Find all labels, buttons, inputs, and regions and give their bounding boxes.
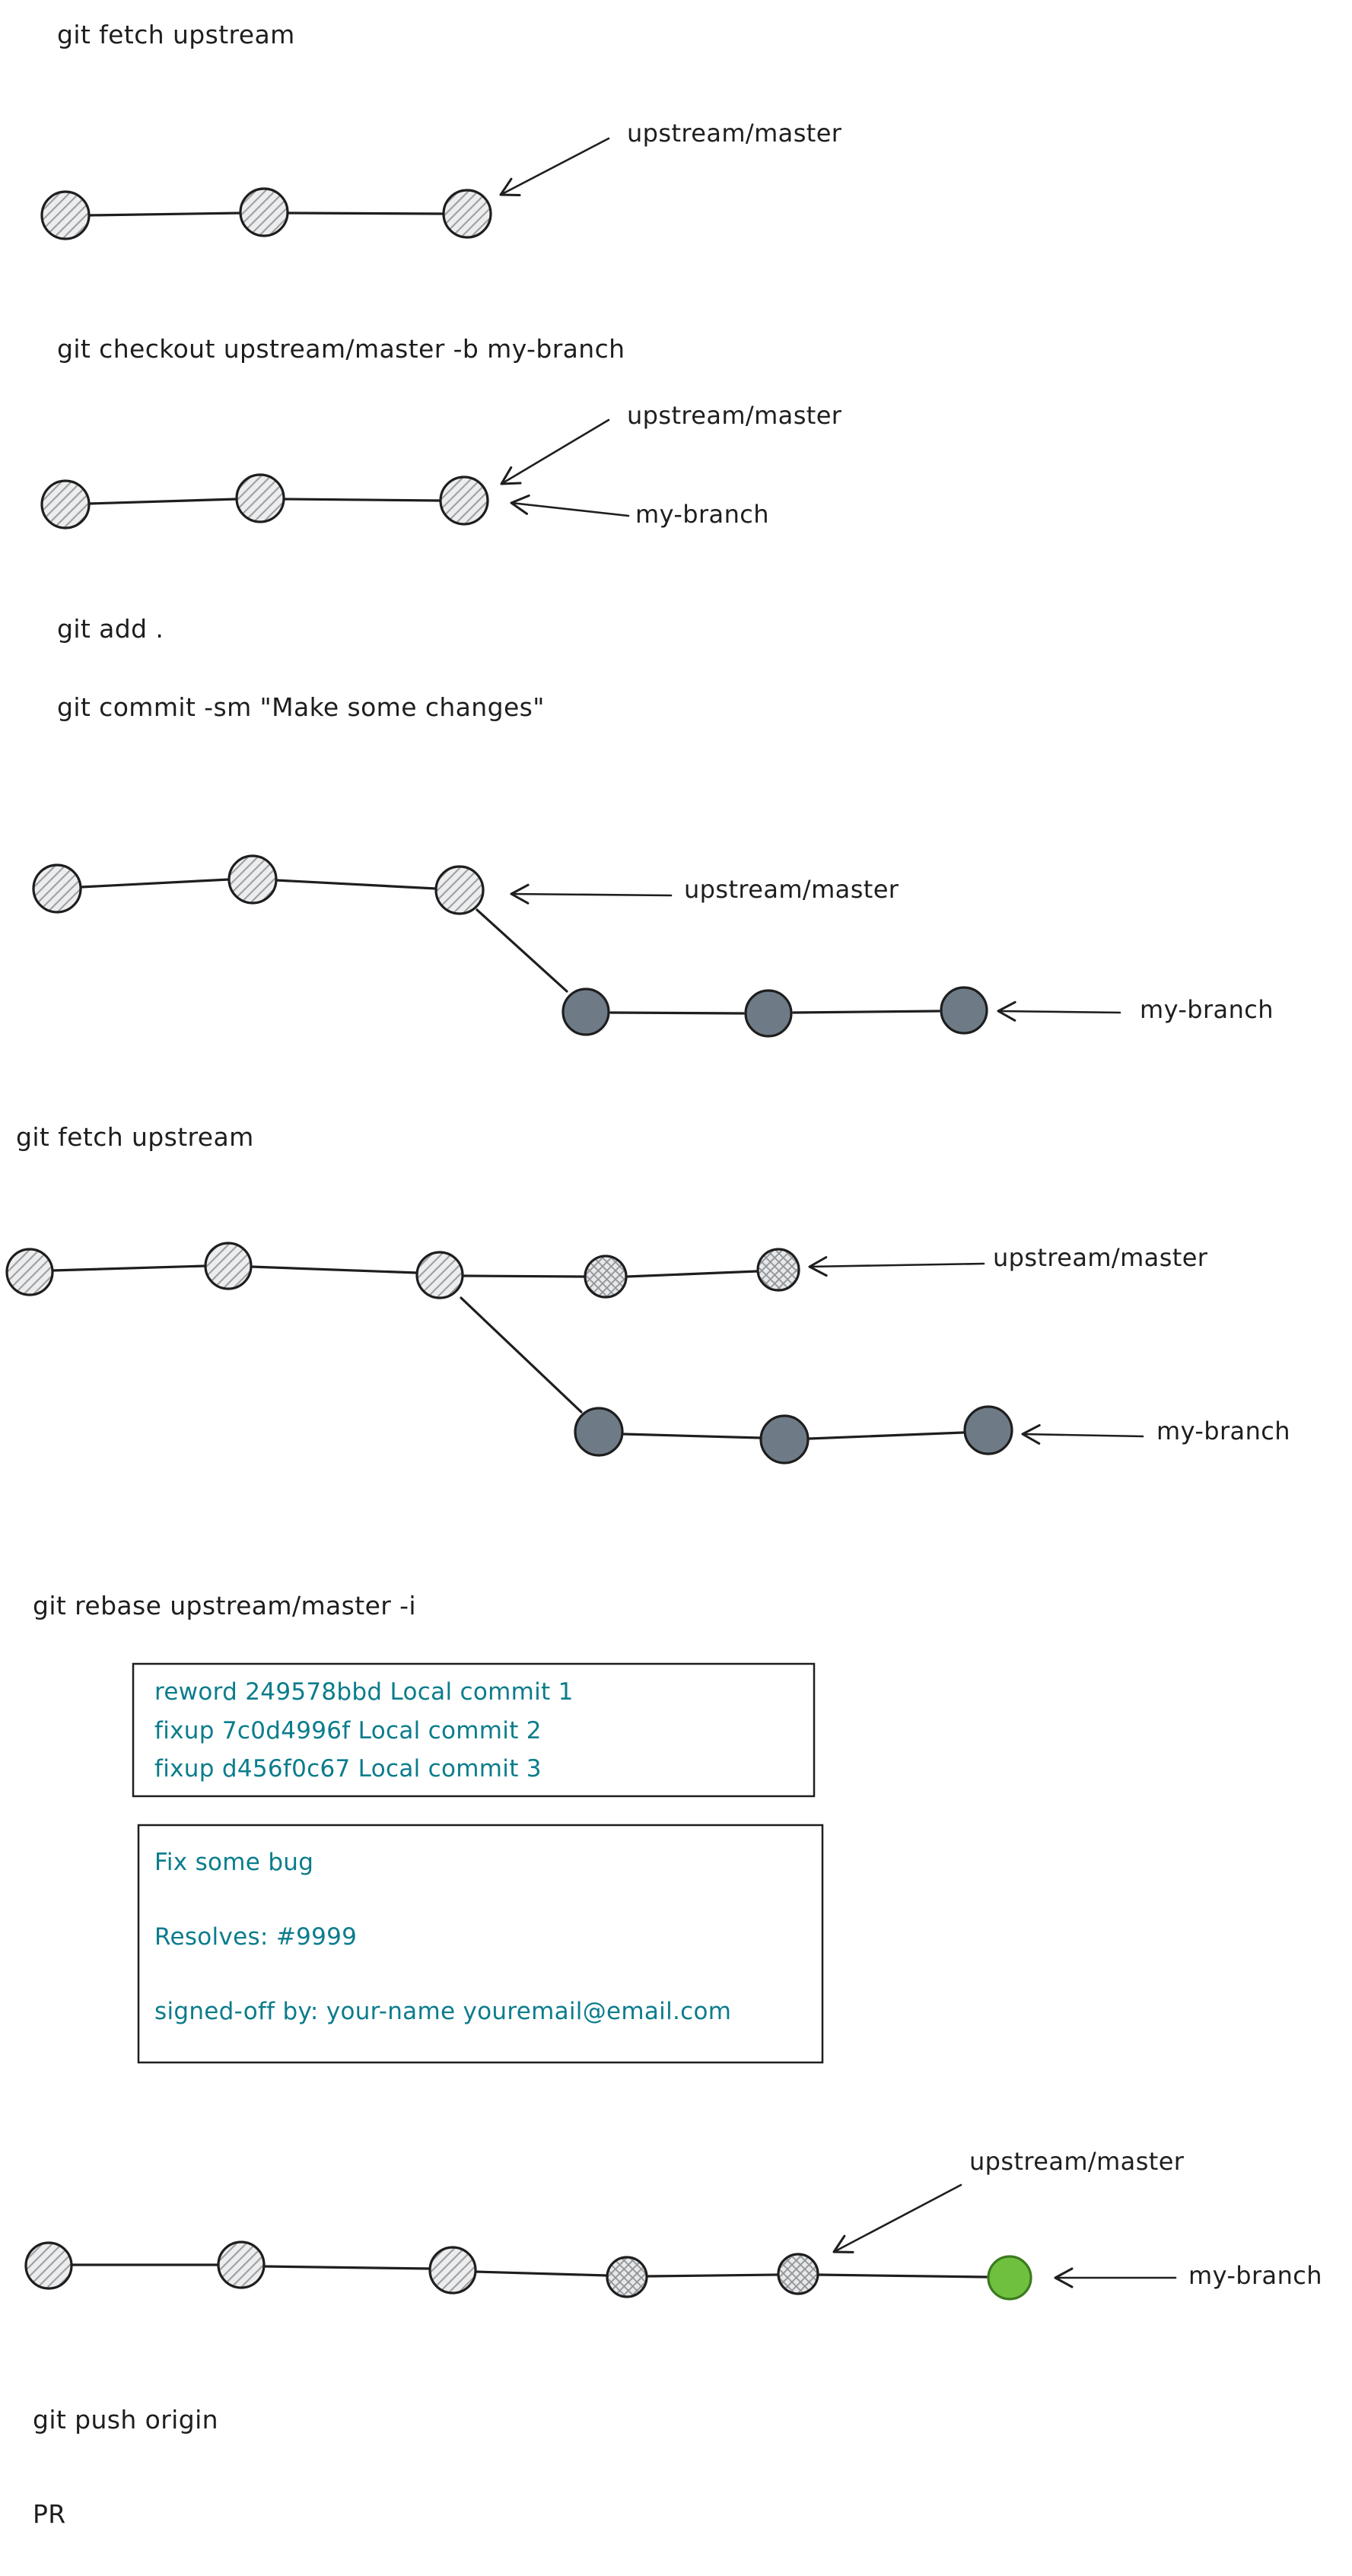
branch-label-upstream-master-2: upstream/master <box>627 401 842 430</box>
graph-edge <box>275 879 437 890</box>
command-git-fetch-upstream-1: git fetch upstream <box>57 20 295 49</box>
commit-node <box>5 1248 54 1296</box>
local-commit-node <box>940 986 988 1035</box>
branch-label-upstream-master-5: upstream/master <box>969 2147 1185 2176</box>
commit-node <box>40 190 91 240</box>
my-branch-arrow <box>510 494 630 517</box>
commit-message-title: Fix some bug <box>154 1849 314 1876</box>
branch-label-upstream-master-4: upstream/master <box>993 1243 1208 1272</box>
command-git-fetch-upstream-2: git fetch upstream <box>16 1122 254 1152</box>
commit-node <box>439 475 489 526</box>
local-commit-node <box>759 1414 810 1465</box>
commit-node <box>239 187 289 237</box>
commit-node <box>415 1251 464 1299</box>
graph-edge <box>250 1265 418 1274</box>
command-git-push: git push origin <box>33 2405 218 2434</box>
rebased-commit-node <box>987 2255 1032 2301</box>
commit-node <box>227 854 278 905</box>
upstream-master-arrow <box>808 1256 985 1277</box>
graph-edge <box>645 2273 780 2278</box>
branch-label-my-branch-1: my-branch <box>635 500 769 529</box>
local-commit-node <box>744 989 793 1038</box>
upstream-master-arrow <box>499 137 610 196</box>
graph-edge <box>51 1264 207 1272</box>
graph-edge <box>282 498 442 502</box>
graph-edge <box>87 211 243 217</box>
rebase-todo-box <box>132 1662 816 1798</box>
local-commit-node <box>963 1405 1013 1455</box>
command-git-checkout: git checkout upstream/master -b my-branc… <box>57 334 625 364</box>
graph-edge <box>262 2265 431 2270</box>
commit-message-signoff: signed-off by: your-name youremail@email… <box>154 1998 732 2025</box>
commit-node <box>217 2240 266 2289</box>
local-commit-node <box>574 1407 624 1457</box>
command-git-commit: git commit -sm "Make some changes" <box>57 692 545 722</box>
branch-label-upstream-master-3: upstream/master <box>684 875 899 904</box>
new-upstream-commit-node <box>584 1255 628 1299</box>
branch-label-my-branch-2: my-branch <box>1140 995 1274 1024</box>
command-git-rebase: git rebase upstream/master -i <box>33 1591 417 1620</box>
graph-edge <box>79 878 231 889</box>
upstream-master-arrow <box>510 883 673 905</box>
graph-edge <box>625 1270 759 1278</box>
graph-edge <box>792 1010 940 1014</box>
branch-label-my-branch-3: my-branch <box>1156 1417 1290 1445</box>
commit-node <box>24 2241 73 2290</box>
my-branch-arrow <box>1021 1423 1144 1445</box>
branch-label-upstream-master-1: upstream/master <box>627 119 842 148</box>
graph-edge <box>622 1433 762 1439</box>
rebase-todo-line-2: fixup 7c0d4996f Local commit 2 <box>154 1717 542 1744</box>
commit-node <box>204 1242 253 1290</box>
commit-message-resolves: Resolves: #9999 <box>154 1923 358 1951</box>
new-upstream-commit-node <box>756 1248 800 1292</box>
graph-edge <box>461 1274 586 1278</box>
graph-edge <box>474 2270 609 2277</box>
commit-node <box>428 2246 477 2295</box>
branch-edge <box>476 908 568 993</box>
branch-edge <box>460 1296 583 1414</box>
commit-node <box>434 865 485 915</box>
upstream-master-arrow <box>500 418 610 485</box>
commit-message-box <box>137 1824 824 2064</box>
graph-edge <box>816 2273 988 2279</box>
command-git-add: git add . <box>57 614 164 644</box>
graph-edge <box>87 498 238 505</box>
commit-node <box>235 473 285 523</box>
pr-text: PR <box>33 2499 66 2529</box>
commit-node <box>40 479 91 530</box>
branch-label-my-branch-4: my-branch <box>1188 2261 1322 2290</box>
commit-node <box>32 863 82 914</box>
graph-edge <box>286 211 446 215</box>
rebase-todo-line-1: reword 249578bbd Local commit 1 <box>154 1678 574 1706</box>
upstream-master-arrow <box>832 2183 962 2253</box>
my-branch-arrow <box>997 1000 1121 1022</box>
graph-edge <box>808 1431 965 1440</box>
new-upstream-commit-node <box>606 2256 648 2298</box>
local-commit-node <box>561 987 610 1036</box>
new-upstream-commit-node <box>777 2253 819 2295</box>
commit-node <box>442 189 492 239</box>
rebase-todo-line-3: fixup d456f0c67 Local commit 3 <box>154 1755 542 1783</box>
